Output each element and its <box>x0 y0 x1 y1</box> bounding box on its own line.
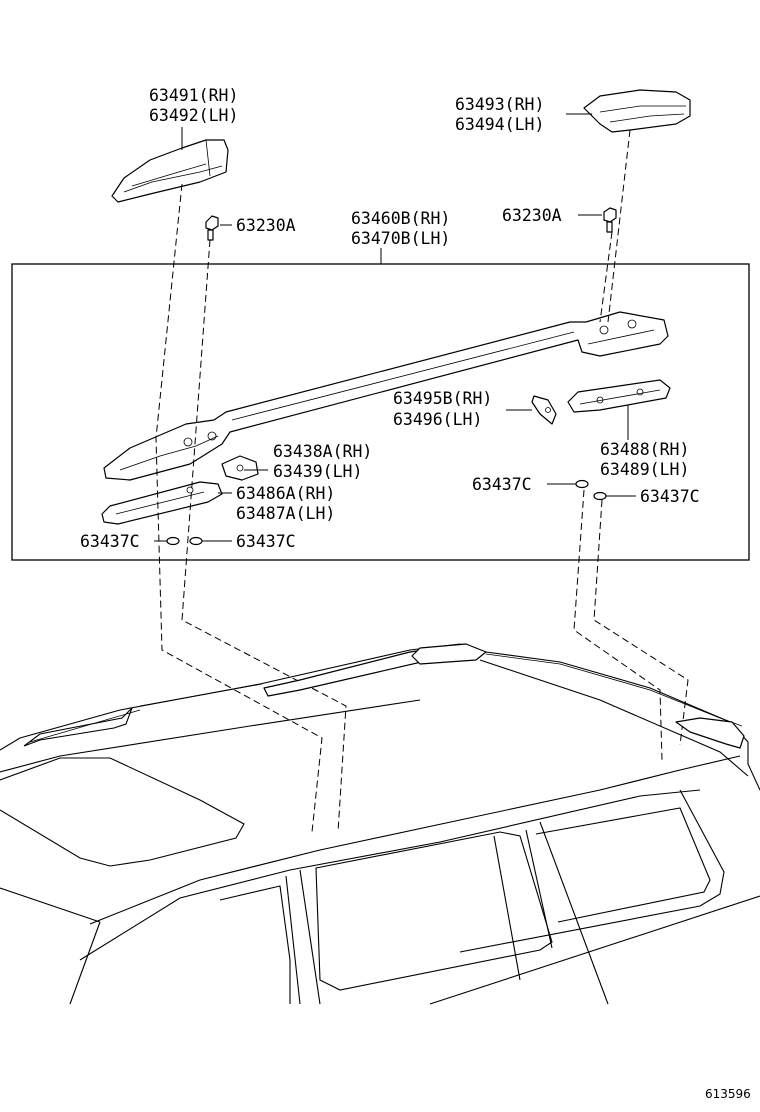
washer-right-upper <box>575 479 589 489</box>
label-rear-cover-lh: 63494(LH) <box>455 115 544 134</box>
label-support-lh: 63439(LH) <box>273 462 362 481</box>
rail-support <box>221 455 259 481</box>
washer-left-outer <box>166 536 180 546</box>
label-washer-left-inner: 63437C <box>236 532 296 551</box>
assembly-guide-lines <box>155 129 689 833</box>
label-screw-right: 63230A <box>502 206 562 225</box>
label-washer-right-upper: 63437C <box>472 475 532 494</box>
label-front-cover-rh: 63491(RH) <box>149 86 238 105</box>
label-rear-leg-rh: 63488(RH) <box>600 440 689 459</box>
front-end-cover <box>111 139 229 203</box>
vehicle-body <box>0 643 760 1005</box>
roof-rail <box>103 311 669 481</box>
label-front-leg-rh: 63486A(RH) <box>236 484 335 503</box>
front-leg <box>101 481 223 525</box>
screw-right <box>603 207 617 233</box>
label-front-cover-lh: 63492(LH) <box>149 106 238 125</box>
washer-right-lower <box>593 491 607 501</box>
label-rail-rh: 63460B(RH) <box>351 209 450 228</box>
screw-left <box>205 215 219 241</box>
washer-left-inner <box>189 536 203 546</box>
label-rail-lh: 63470B(LH) <box>351 229 450 248</box>
rear-leg <box>567 379 671 413</box>
label-rear-cover-rh: 63493(RH) <box>455 95 544 114</box>
label-support-rh: 63438A(RH) <box>273 442 372 461</box>
diagram-id: 613596 <box>705 1087 751 1101</box>
label-screw-left: 63230A <box>236 216 296 235</box>
label-bracket-rh: 63495B(RH) <box>393 389 492 408</box>
rail-bracket <box>531 395 557 425</box>
rear-end-cover <box>583 89 691 133</box>
label-washer-right-lower: 63437C <box>640 487 700 506</box>
label-washer-left-outer: 63437C <box>80 532 140 551</box>
label-front-leg-lh: 63487A(LH) <box>236 504 335 523</box>
label-bracket-lh: 63496(LH) <box>393 410 482 429</box>
label-rear-leg-lh: 63489(LH) <box>600 460 689 479</box>
